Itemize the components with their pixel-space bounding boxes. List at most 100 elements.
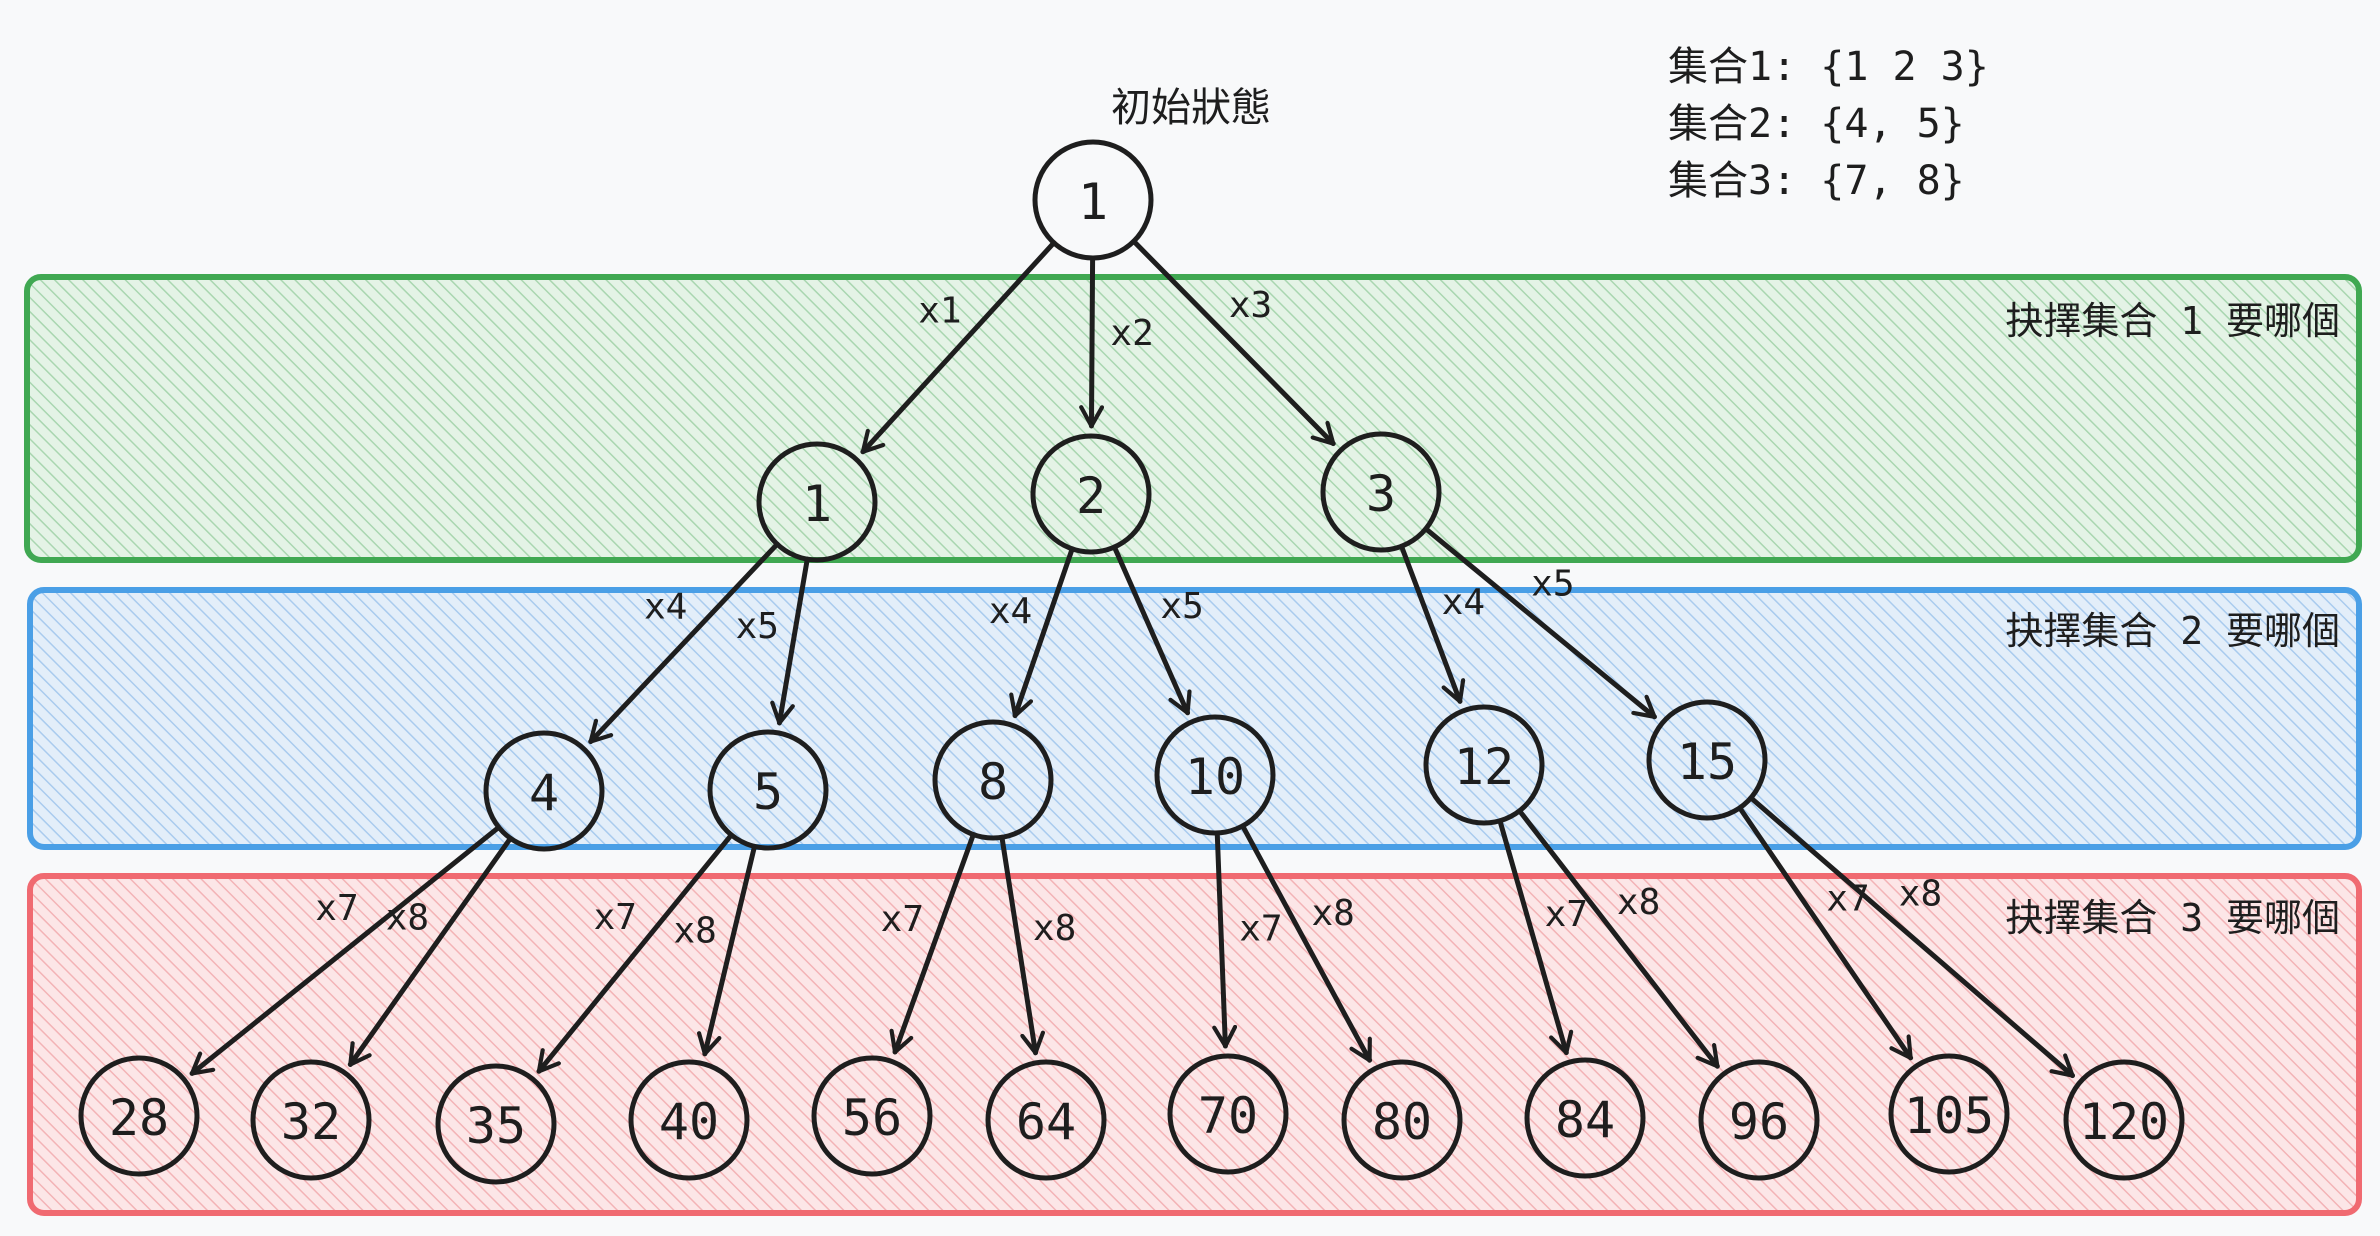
edge-b12-c96 [1517,808,1720,1069]
tree-node-c120: 120 [2063,1059,2185,1181]
tree-node-c84: 84 [1524,1057,1646,1179]
tree-node-c105: 105 [1888,1053,2010,1175]
tree-node-circle [985,1059,1107,1181]
tree-node-circle [1698,1059,1820,1181]
edge-label-root-a2: x2 [1110,313,1153,354]
tree-node-circle [483,730,605,852]
tree-node-c64: 64 [985,1059,1107,1181]
edge-b10-c80 [1240,823,1373,1063]
band-set-1: 抉擇集合 1 要哪個 [24,274,2362,563]
edge-a3-b12 [1398,543,1466,704]
edge-label-a1-b5: x5 [736,606,779,647]
edge-b8-c56 [889,832,976,1055]
tree-node-label: 1 [802,475,832,533]
edge-label-a3-b15: x5 [1531,564,1574,605]
tree-node-c96: 96 [1698,1059,1820,1181]
tree-node-circle [1167,1053,1289,1175]
tree-node-label: 56 [842,1089,902,1147]
tree-node-label: 70 [1198,1087,1258,1145]
tree-node-b15: 15 [1646,699,1768,821]
band-set-1-box [24,274,2362,563]
tree-node-a1: 1 [756,441,878,563]
edge-label-b10-c70: x7 [1239,908,1282,949]
tree-node-c32: 32 [250,1059,372,1181]
edge-label-a2-b8: x4 [989,591,1032,632]
tree-node-circle [1423,704,1545,826]
tree-node-circle [756,441,878,563]
tree-node-circle [932,719,1054,841]
tree-node-label: 96 [1729,1093,1789,1151]
tree-node-label: 105 [1904,1087,1994,1145]
tree-node-circle [1032,139,1154,261]
edge-a2-b10 [1111,544,1192,716]
tree-node-b12: 12 [1423,704,1545,826]
edge-b5-c35 [536,832,734,1074]
tree-node-circle [707,729,829,851]
tree-node-c35: 35 [435,1063,557,1185]
tree-node-circle [250,1059,372,1181]
tree-node-label: 8 [978,753,1008,811]
tree-node-circle [811,1055,933,1177]
tree-node-a3: 3 [1320,431,1442,553]
set-1-definition: 集合1: {1 2 3} [1668,44,1989,90]
tree-node-b10: 10 [1154,714,1276,836]
edge-a1-b5 [770,556,810,726]
tree-node-label: 40 [659,1093,719,1151]
tree-node-circle [435,1063,557,1185]
tree-node-label: 120 [2079,1093,2169,1151]
edge-label-b8-c56: x7 [881,899,924,940]
tree-node-label: 80 [1372,1093,1432,1151]
tree-node-b5: 5 [707,729,829,851]
edge-label-b4-c32: x8 [386,898,429,939]
tree-node-label: 4 [529,764,559,822]
tree-node-circle [78,1055,200,1177]
edge-label-b12-c84: x7 [1545,894,1588,935]
edge-b5-c40 [696,843,757,1057]
edge-label-root-a1: x1 [918,291,961,332]
tree-node-label: 2 [1076,467,1106,525]
tree-node-c40: 40 [628,1059,750,1181]
tree-node-circle [1320,431,1442,553]
edge-label-root-a3: x3 [1229,285,1272,326]
edge-label-b5-c35: x7 [594,897,637,938]
tree-node-c70: 70 [1167,1053,1289,1175]
edge-b4-c32 [347,835,513,1068]
set-3-definition: 集合3: {7, 8} [1668,158,1965,204]
edge-root-a2 [1079,255,1105,429]
tree-node-circle [1524,1057,1646,1179]
edge-b8-c64 [999,834,1046,1056]
tree-node-label: 32 [281,1093,341,1151]
tree-node-c28: 28 [78,1055,200,1177]
tree-node-label: 84 [1555,1091,1615,1149]
band-set-3: 抉擇集合 3 要哪個 [27,873,2362,1216]
tree-node-b8: 8 [932,719,1054,841]
edge-label-b5-c40: x8 [674,910,717,951]
tree-node-circle [2063,1059,2185,1181]
set-2-definition: 集合2: {4, 5} [1668,101,1965,147]
tree-node-label: 3 [1366,465,1396,523]
tree-node-circle [1341,1059,1463,1181]
diagram-title: 初始狀態 [1111,85,1271,131]
tree-node-circle [1154,714,1276,836]
band-set-2-label: 抉擇集合 2 要哪個 [2005,609,2340,653]
tree-node-label: 15 [1677,733,1737,791]
tree-node-c80: 80 [1341,1059,1463,1181]
edge-b15-c105 [1737,805,1914,1061]
edge-a2-b8 [1009,546,1075,719]
edge-label-b12-c96: x8 [1617,882,1660,923]
edge-label-b10-c80: x8 [1311,893,1354,934]
edge-b15-c120 [1748,795,2076,1079]
tree-node-root: 1 [1032,139,1154,261]
tree-node-label: 35 [466,1097,526,1155]
tree-node-c56: 56 [811,1055,933,1177]
tree-node-b4: 4 [483,730,605,852]
edge-a1-b4 [588,541,780,745]
edge-root-a1 [860,240,1057,455]
tree-node-label: 5 [753,763,783,821]
edge-label-b15-c120: x8 [1899,874,1942,915]
edge-label-b15-c105: x7 [1826,878,1869,919]
edge-root-a3 [1131,238,1336,447]
